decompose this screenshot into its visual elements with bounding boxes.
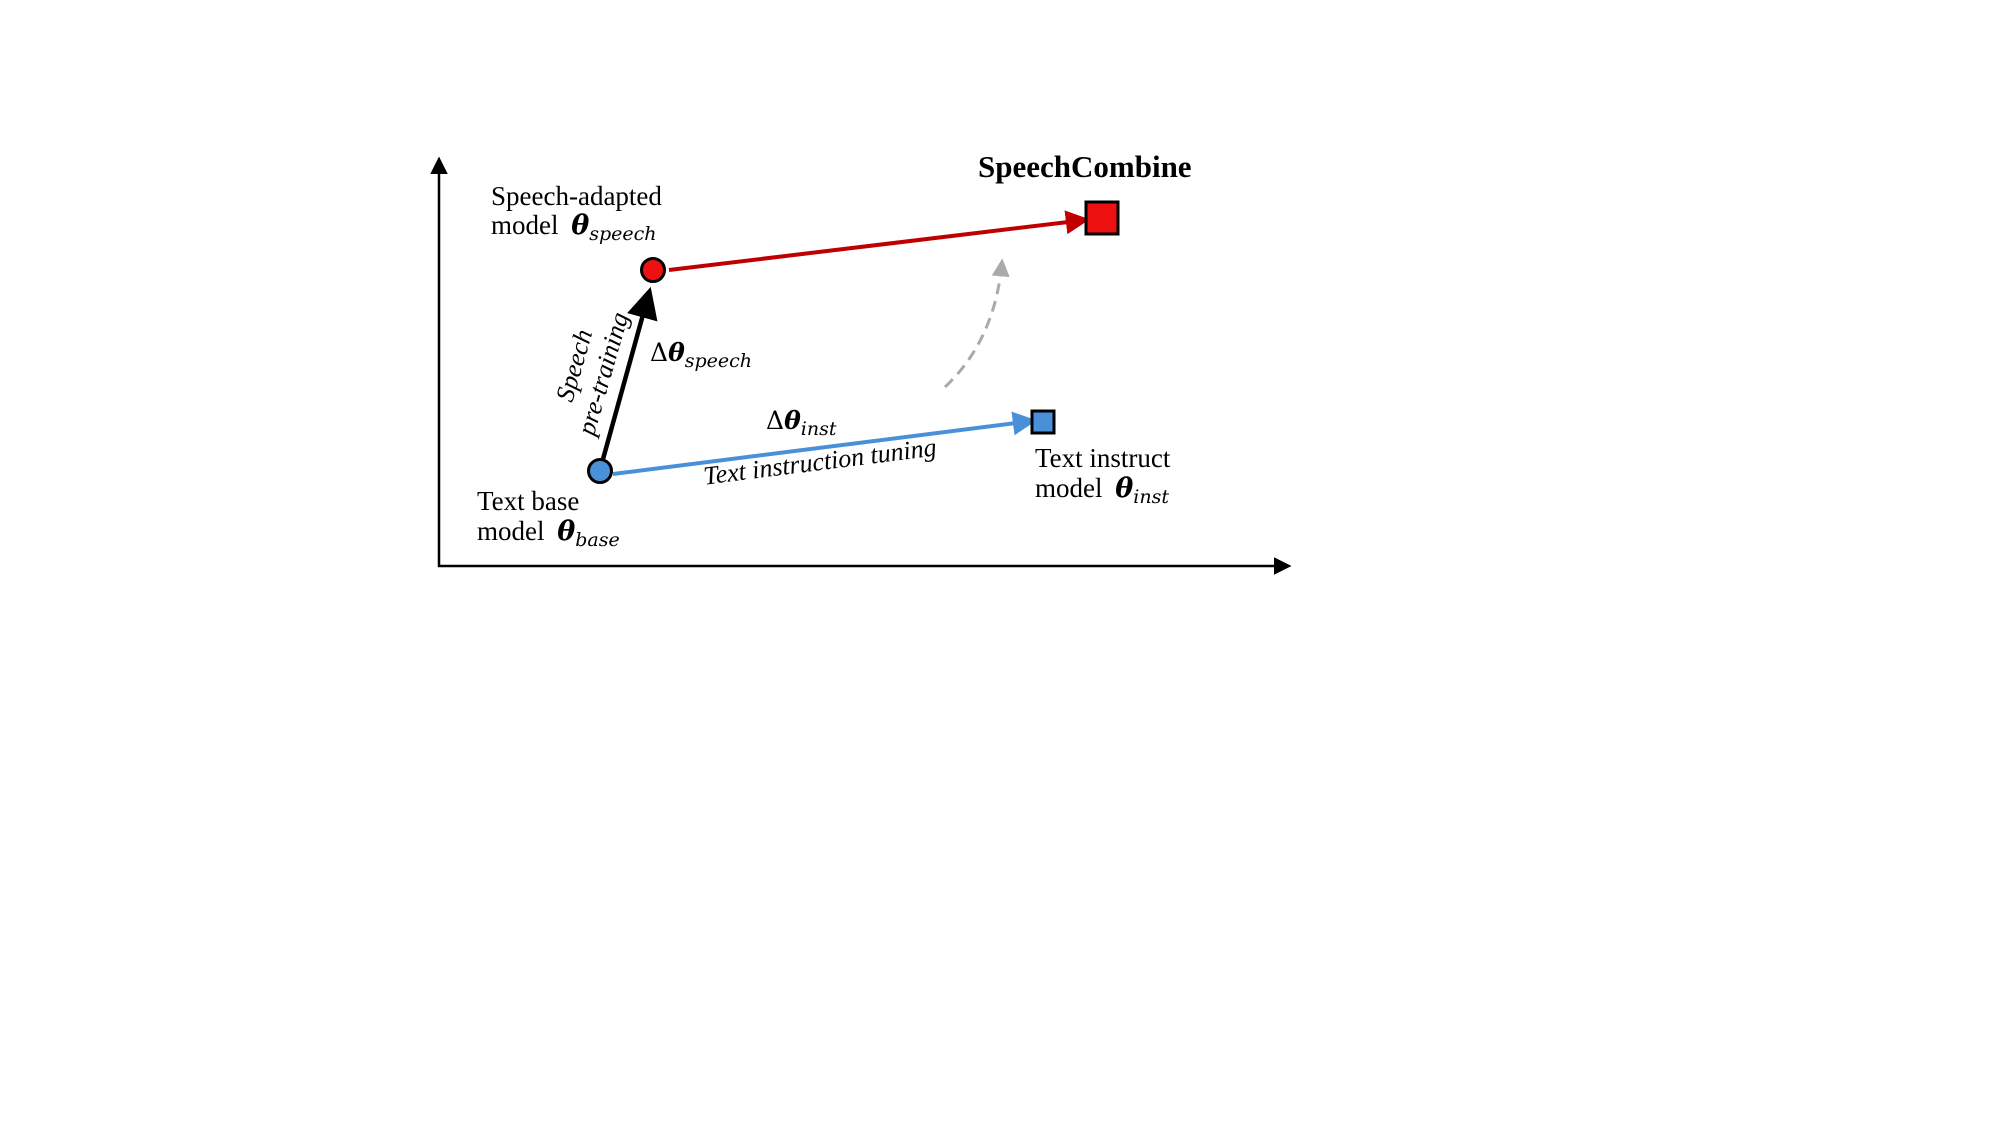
theta-base-symbol: θ xyxy=(557,516,575,547)
delta-theta-inst-label: Δθinst xyxy=(766,406,837,440)
text-instruction-arrow xyxy=(612,411,1037,476)
speech-adapted-node xyxy=(640,257,666,283)
text-base-node xyxy=(587,458,613,484)
text-base-model-label: model θbase xyxy=(477,516,620,551)
text-base-label: Text base xyxy=(477,486,579,516)
text-instruction-tuning-label: Text instruction tuning xyxy=(702,432,938,490)
text-instruct-label: Text instruct xyxy=(1035,443,1171,473)
text-instruct-node xyxy=(1030,409,1056,435)
speechcombine-title: SpeechCombine xyxy=(978,149,1192,184)
combine-arrow xyxy=(668,210,1090,272)
text-instruct-model-label: model θinst xyxy=(1035,473,1169,508)
speech-pretraining-arrow xyxy=(597,286,658,471)
theta-speech-symbol: θ xyxy=(571,210,589,241)
speechcombine-node xyxy=(1084,200,1120,236)
speech-adapted-label: Speech-adapted xyxy=(491,181,662,211)
theta-inst-symbol: θ xyxy=(1115,473,1133,504)
speech-adapted-model-label: model θspeech xyxy=(491,210,657,245)
delta-theta-speech-label: Δθspeech xyxy=(650,338,752,372)
hint-arrow xyxy=(943,258,1010,389)
